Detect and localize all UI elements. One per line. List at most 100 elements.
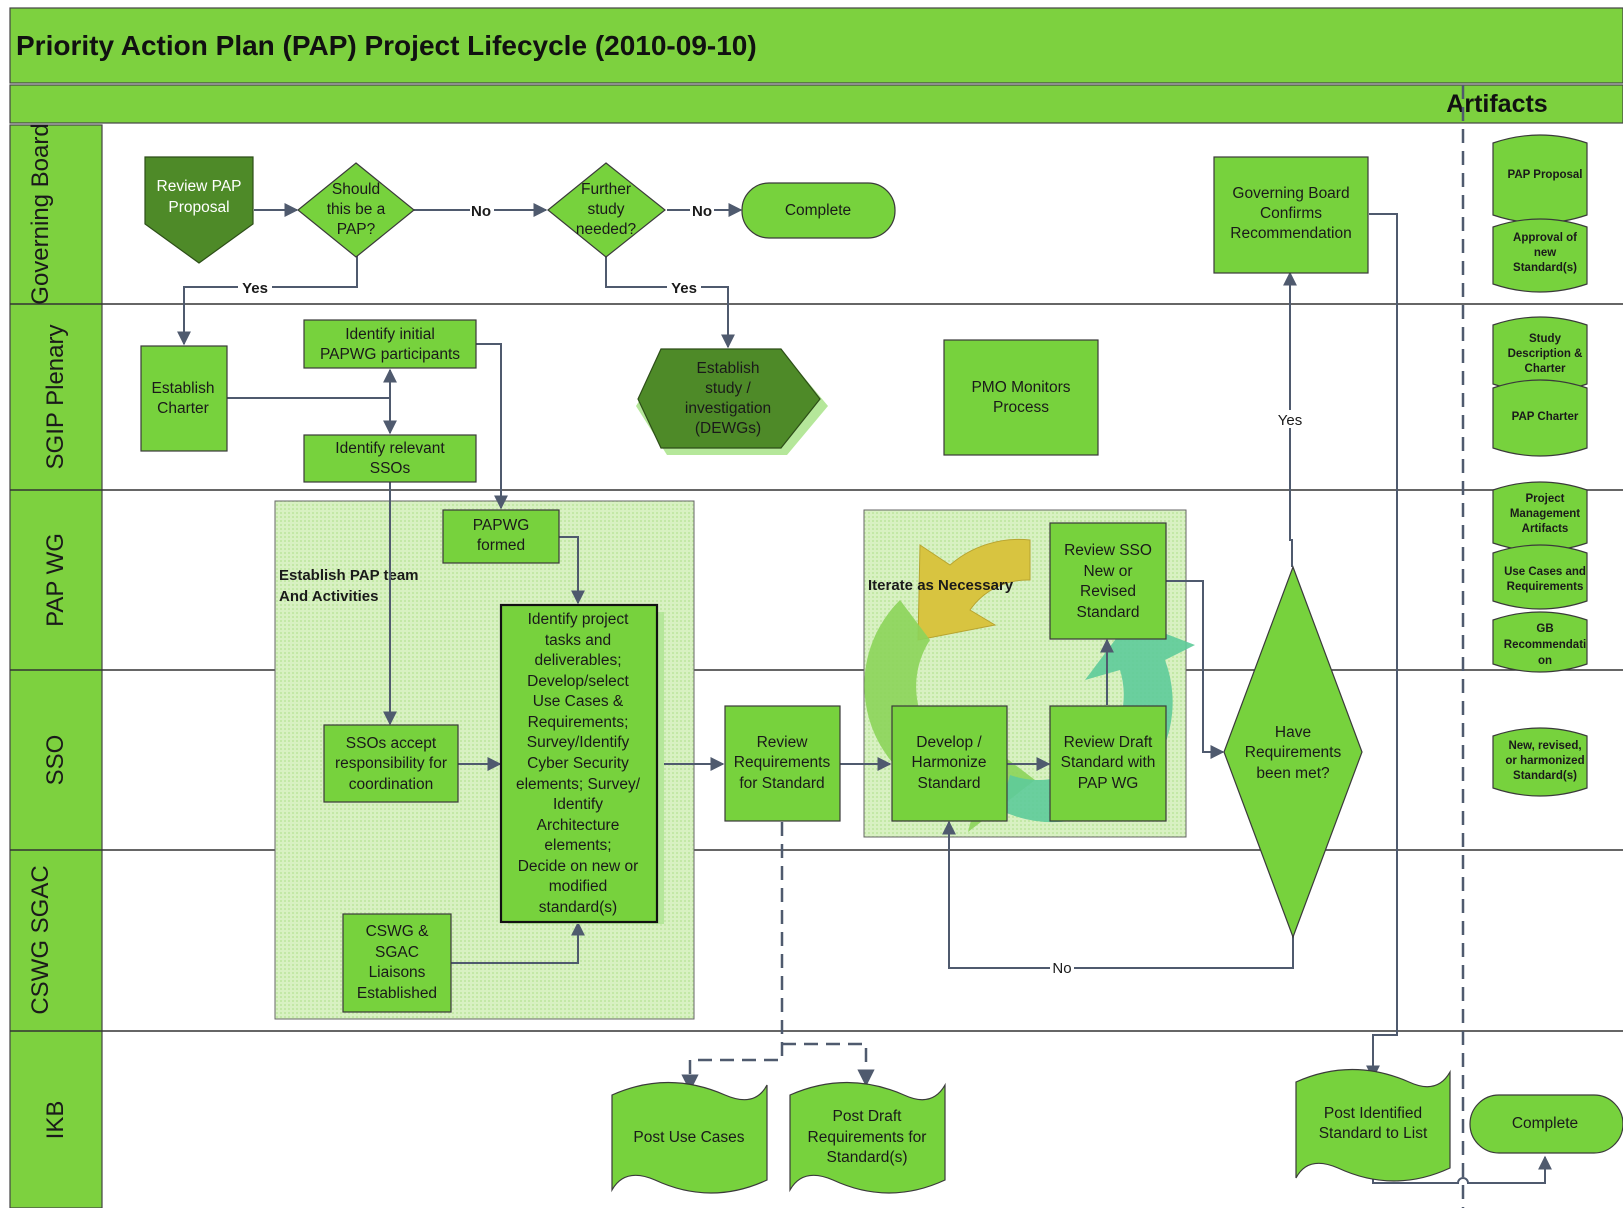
node-review-requirements[interactable]: Review Requirements for Standard <box>724 705 841 822</box>
lane-label-column <box>9 124 103 1208</box>
diagram-title: Priority Action Plan (PAP) Project Lifec… <box>16 30 757 61</box>
svg-text:study /: study / <box>705 380 751 397</box>
svg-text:Establish: Establish <box>152 380 215 397</box>
svg-text:SSOs accept: SSOs accept <box>346 735 437 752</box>
svg-text:CSWG &: CSWG & <box>366 923 430 940</box>
node-establish-study[interactable]: Establish study / investigation (DEWGs) <box>636 348 828 455</box>
title-bar <box>9 7 1623 84</box>
node-review-sso-new[interactable]: Review SSO New or Revised Standard <box>1049 522 1167 640</box>
node-post-identified[interactable]: Post Identified Standard to List <box>1295 1069 1451 1182</box>
svg-text:Process: Process <box>993 399 1049 416</box>
node-review-pap-proposal[interactable]: Review PAP Proposal <box>144 156 254 264</box>
svg-text:Standard to List: Standard to List <box>1319 1125 1428 1142</box>
header-strip <box>9 84 1623 124</box>
svg-text:Project: Project <box>1526 493 1565 505</box>
svg-text:Charter: Charter <box>1525 363 1566 375</box>
svg-text:Management: Management <box>1510 508 1580 520</box>
artifact-gb-recommendation[interactable]: GB Recommendati on <box>1492 611 1588 673</box>
svg-text:Post Use Cases: Post Use Cases <box>633 1129 744 1146</box>
svg-text:Review SSO: Review SSO <box>1064 542 1152 559</box>
svg-text:Approval of: Approval of <box>1513 232 1577 244</box>
svg-text:study: study <box>587 201 624 218</box>
edge-label-no-2: No <box>692 203 712 220</box>
node-post-use-cases[interactable]: Post Use Cases <box>611 1082 768 1194</box>
edge-label-yes-3: Yes <box>1278 412 1302 429</box>
node-complete-gb[interactable]: Complete <box>741 182 896 239</box>
svg-text:Develop/select: Develop/select <box>527 673 629 690</box>
artifact-use-cases[interactable]: Use Cases and Requirements <box>1492 544 1588 610</box>
svg-text:PAP WG: PAP WG <box>1078 775 1139 792</box>
node-develop-harmonize[interactable]: Develop / Harmonize Standard <box>891 705 1008 822</box>
svg-text:Complete: Complete <box>785 202 851 219</box>
node-ssos-accept[interactable]: SSOs accept responsibility for coordinat… <box>323 724 459 803</box>
node-should-be-pap[interactable]: Should this be a PAP? <box>297 162 415 258</box>
svg-text:Cyber Security: Cyber Security <box>527 755 629 772</box>
establish-team-label-line1: Establish PAP team <box>279 567 419 584</box>
svg-text:PAPWG participants: PAPWG participants <box>320 346 460 363</box>
svg-text:PMO Monitors: PMO Monitors <box>971 379 1070 396</box>
svg-text:New, revised,: New, revised, <box>1508 740 1581 752</box>
node-identify-initial[interactable]: Identify initial PAPWG participants <box>303 319 477 369</box>
svg-text:Identify initial: Identify initial <box>345 326 435 343</box>
svg-text:Confirms: Confirms <box>1260 205 1322 222</box>
node-have-requirements[interactable]: Have Requirements been met? <box>1223 565 1363 939</box>
svg-text:Requirements for: Requirements for <box>808 1129 927 1146</box>
svg-text:Develop /: Develop / <box>916 734 982 751</box>
artifact-approval-new-standards[interactable]: Approval of new Standard(s) <box>1492 218 1588 293</box>
edge-label-yes-1: Yes <box>242 280 268 297</box>
svg-text:this be a: this be a <box>327 201 386 218</box>
svg-text:Recommendati: Recommendati <box>1504 639 1586 651</box>
svg-text:investigation: investigation <box>685 400 771 417</box>
node-review-draft[interactable]: Review Draft Standard with PAP WG <box>1049 705 1167 822</box>
node-further-study[interactable]: Further study needed? <box>547 162 666 258</box>
svg-text:Survey/Identify: Survey/Identify <box>527 734 630 751</box>
artifact-study-description[interactable]: Study Description & Charter <box>1492 316 1588 393</box>
svg-text:Have: Have <box>1275 724 1311 741</box>
svg-text:Establish: Establish <box>697 360 760 377</box>
artifact-new-revised-standards[interactable]: New, revised, or harmonized Standard(s) <box>1492 727 1588 797</box>
svg-text:PAP?: PAP? <box>337 221 376 238</box>
svg-text:Charter: Charter <box>157 400 209 417</box>
svg-text:Identify project: Identify project <box>528 611 629 628</box>
svg-text:Use Cases and: Use Cases and <box>1504 566 1586 578</box>
node-establish-charter[interactable]: Establish Charter <box>140 345 228 452</box>
svg-text:or harmonized: or harmonized <box>1505 755 1584 767</box>
node-cswg-liaisons[interactable]: CSWG & SGAC Liaisons Established <box>342 913 452 1013</box>
svg-text:Identify relevant: Identify relevant <box>335 440 445 457</box>
svg-text:Post Draft: Post Draft <box>833 1108 903 1125</box>
svg-text:Study: Study <box>1529 333 1562 345</box>
node-identify-tasks[interactable]: Identify project tasks and deliverables;… <box>499 603 664 924</box>
svg-text:modified: modified <box>549 878 608 895</box>
node-post-draft[interactable]: Post Draft Requirements for Standard(s) <box>789 1082 946 1194</box>
svg-text:Identify: Identify <box>553 796 603 813</box>
node-gb-confirms[interactable]: Governing Board Confirms Recommendation <box>1213 156 1369 274</box>
svg-text:elements; Survey/: elements; Survey/ <box>516 776 641 793</box>
svg-text:Review Draft: Review Draft <box>1064 734 1153 751</box>
artifact-pap-proposal[interactable]: PAP Proposal <box>1492 134 1588 224</box>
svg-text:Established: Established <box>357 985 437 1002</box>
svg-text:SGAC: SGAC <box>375 944 419 961</box>
svg-text:Harmonize: Harmonize <box>912 754 987 771</box>
svg-text:Standard(s): Standard(s) <box>1513 262 1577 274</box>
edge-label-no-1: No <box>471 203 491 220</box>
lane-label-sgip-plenary: SGIP Plenary <box>42 325 69 470</box>
artifact-pap-charter[interactable]: PAP Charter <box>1492 379 1588 457</box>
svg-text:Proposal: Proposal <box>168 199 229 216</box>
lane-label-governing: Governing Board <box>27 123 54 304</box>
node-pmo-monitors[interactable]: PMO Monitors Process <box>943 339 1099 456</box>
svg-text:responsibility for: responsibility for <box>335 755 447 772</box>
svg-text:Use Cases &: Use Cases & <box>533 693 624 710</box>
node-papwg-formed[interactable]: PAPWG formed <box>442 509 560 564</box>
artifacts-header: Artifacts <box>1446 90 1547 118</box>
node-identify-ssos[interactable]: Identify relevant SSOs <box>303 434 477 483</box>
svg-text:Review PAP: Review PAP <box>157 178 242 195</box>
lane-label-pap-wg: PAP WG <box>42 533 69 627</box>
svg-text:Standard: Standard <box>1077 604 1140 621</box>
artifact-project-management[interactable]: Project Management Artifacts <box>1492 481 1588 552</box>
svg-text:Decide on new or: Decide on new or <box>518 858 639 875</box>
svg-text:Liaisons: Liaisons <box>369 964 426 981</box>
svg-text:Architecture: Architecture <box>537 817 620 834</box>
lane-label-sso: SSO <box>42 735 69 786</box>
node-complete-ikb[interactable]: Complete <box>1469 1094 1623 1154</box>
